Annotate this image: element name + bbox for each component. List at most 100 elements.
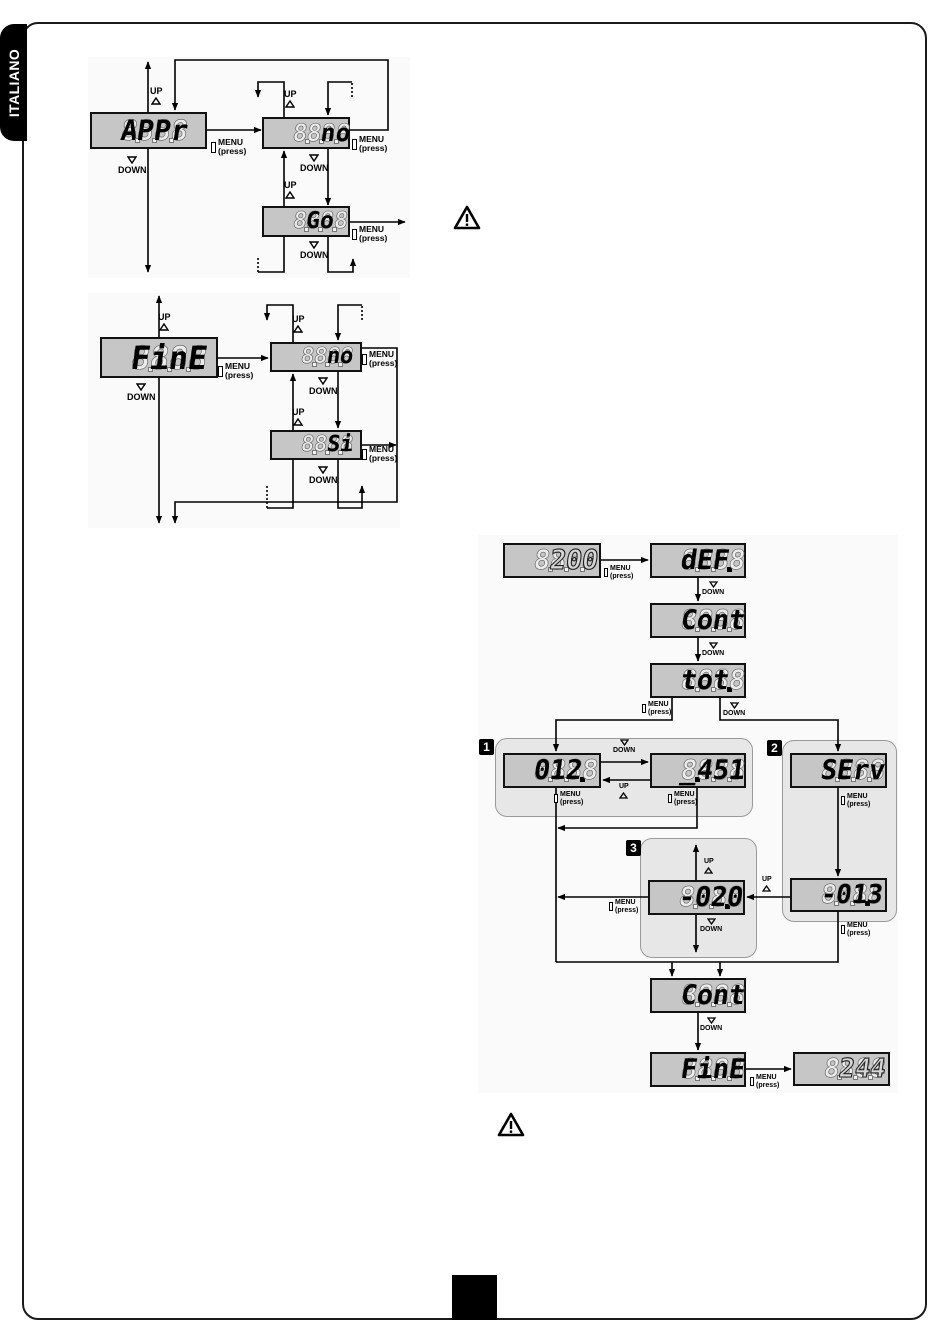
lit-segments: t bbox=[727, 605, 748, 636]
decimal-point bbox=[849, 901, 855, 907]
decimal-point bbox=[834, 777, 840, 783]
down-label: DOWN bbox=[613, 738, 635, 755]
press-text: (press) bbox=[648, 708, 672, 716]
menu-text: MENU bbox=[847, 922, 868, 929]
decimal-point bbox=[834, 901, 840, 907]
up-text: UP bbox=[284, 180, 297, 190]
menu-button-icon bbox=[362, 354, 367, 365]
up-triangle-icon bbox=[285, 100, 296, 108]
end-diagram bbox=[88, 293, 400, 528]
press-text: (press) bbox=[225, 370, 254, 380]
down-text: DOWN bbox=[309, 386, 338, 396]
decimal-point bbox=[318, 226, 324, 232]
decimal-point bbox=[311, 449, 317, 455]
up-label: UP bbox=[619, 783, 629, 800]
display-digit: 8 bbox=[305, 119, 325, 147]
up-label: UP bbox=[284, 89, 297, 109]
down-text: DOWN bbox=[613, 747, 636, 754]
press-text: (press) bbox=[756, 1081, 780, 1089]
up-triangle-icon bbox=[159, 323, 170, 331]
menu-text: MENU bbox=[369, 349, 395, 359]
menu-button-icon bbox=[609, 902, 613, 911]
down-text: DOWN bbox=[127, 392, 156, 402]
menu-button-icon bbox=[352, 139, 357, 150]
down-text: DOWN bbox=[300, 163, 329, 173]
lit-segments: o bbox=[338, 344, 356, 369]
up-label: UP bbox=[158, 312, 171, 332]
warning-icon bbox=[497, 1112, 525, 1137]
press-text: (press) bbox=[847, 800, 871, 808]
display-digit: 8- bbox=[676, 882, 698, 913]
lit-segments: 0 bbox=[725, 882, 746, 913]
language-tab-label: ITALIANO bbox=[5, 48, 22, 117]
decimal-point bbox=[304, 138, 310, 144]
down-label: DOWN bbox=[309, 465, 338, 485]
language-tab: ITALIANO bbox=[0, 24, 27, 141]
down-label: DOWN bbox=[702, 641, 724, 658]
press-text: (press) bbox=[847, 929, 871, 937]
decimal-point bbox=[711, 1002, 717, 1008]
decimal-point bbox=[547, 777, 553, 783]
up-triangle-icon bbox=[151, 97, 162, 105]
decimal-point bbox=[711, 627, 717, 633]
lit-segments: 3 bbox=[865, 880, 886, 910]
decimal-point bbox=[564, 777, 570, 783]
decimal-point bbox=[865, 901, 871, 907]
down-triangle-icon bbox=[127, 156, 138, 164]
down-label: DOWN bbox=[127, 382, 156, 402]
panel-number-badge: 3 bbox=[626, 840, 641, 856]
decimal-point bbox=[711, 567, 717, 573]
decimal-point bbox=[311, 361, 317, 367]
display-digit: 8 bbox=[290, 119, 310, 147]
decimal-point bbox=[727, 687, 733, 693]
menu-press-label: MENU(press) bbox=[609, 899, 638, 914]
menu-press-label: MENU(press) bbox=[668, 791, 697, 806]
up-text: UP bbox=[158, 312, 171, 322]
down-text: DOWN bbox=[700, 1025, 723, 1032]
decimal-point bbox=[338, 361, 344, 367]
up-text: UP bbox=[619, 783, 629, 790]
menu-button-icon bbox=[362, 449, 367, 460]
decimal-point bbox=[152, 137, 158, 143]
decimal-point bbox=[338, 449, 344, 455]
up-label: UP bbox=[704, 858, 714, 875]
lit-segments: 0 bbox=[580, 544, 602, 576]
up-triangle-icon bbox=[704, 867, 714, 874]
down-text: DOWN bbox=[118, 165, 147, 175]
press-text: (press) bbox=[560, 798, 584, 806]
decimal-point bbox=[169, 137, 175, 143]
menu-text: MENU bbox=[369, 444, 395, 454]
decimal-point bbox=[692, 904, 698, 910]
press-text: (press) bbox=[369, 453, 398, 463]
